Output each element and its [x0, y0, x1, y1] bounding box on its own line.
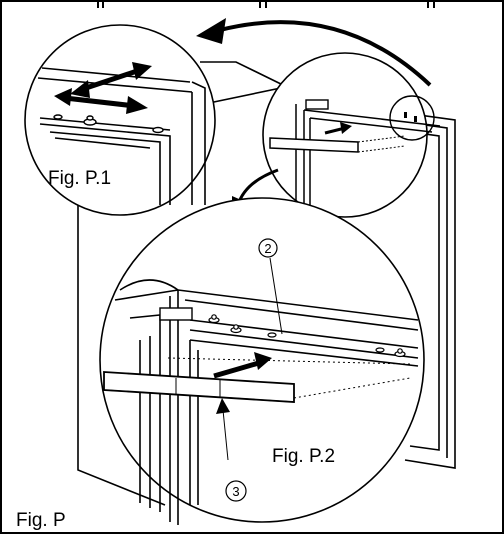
- double-arrow-lower: [54, 88, 148, 114]
- fig-p2-label: Fig. P.2: [272, 446, 335, 467]
- top-edge-marks: [97, 0, 435, 8]
- detail-marker-screws: [404, 112, 417, 122]
- double-arrow-upper: [70, 62, 152, 98]
- fig-p1-label: Fig. P.1: [48, 168, 111, 189]
- detail-circle-p2: 2 3 Fig. P.2: [99, 197, 425, 525]
- callout-3-number: 3: [232, 484, 239, 499]
- callout-2-circle: [258, 238, 278, 258]
- detail-circle-top-right: [262, 52, 441, 218]
- callout-2-number: 2: [264, 241, 271, 256]
- swing-arrow: [196, 18, 432, 87]
- detail-marker-circle: [389, 95, 435, 141]
- fig-p-label: Fig. P: [16, 510, 66, 531]
- callout-3-circle: [225, 480, 247, 502]
- detail-circle-p1: Fig. P.1: [24, 24, 216, 216]
